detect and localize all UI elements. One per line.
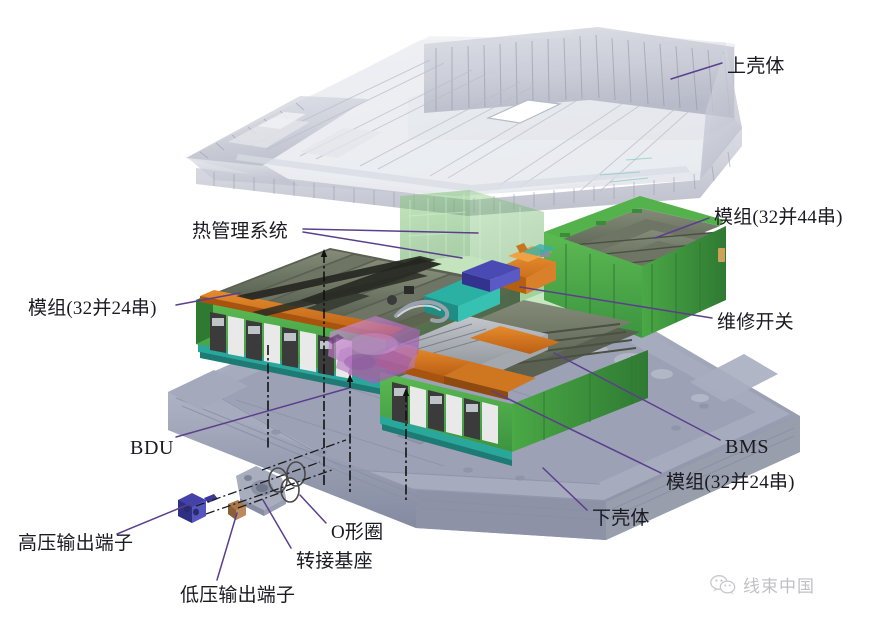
callout-label-module-32p24s-right: 模组(32并24串)	[666, 472, 795, 493]
leader-adapter-base	[262, 499, 292, 549]
leader-module-24s-right	[491, 390, 662, 474]
leader-lv-terminal	[216, 512, 238, 581]
bdu-part	[326, 316, 420, 384]
leader-module-24s-left	[175, 292, 241, 306]
module-front-32p24s	[376, 300, 648, 466]
leader-lines	[116, 62, 723, 581]
callout-label-thermal-system: 热管理系统	[192, 221, 289, 242]
centerline-arrowheads	[320, 249, 410, 396]
callout-label-module-32p24s-left: 模组(32并24串)	[28, 298, 157, 319]
interior-components	[387, 244, 556, 323]
leader-hv-terminal	[116, 502, 193, 535]
leader-thermal-a	[302, 228, 479, 234]
callout-label-service-switch: 维修开关	[717, 312, 794, 333]
leader-o-ring	[299, 494, 327, 524]
leader-module-32p44s	[654, 217, 710, 239]
leader-service-switch	[519, 286, 713, 319]
watermark: 线束中国	[710, 572, 815, 597]
leader-bms	[553, 352, 721, 441]
leader-thermal-b	[302, 231, 463, 259]
upper-housing-part	[186, 27, 742, 216]
callout-label-o-ring: O形圈	[331, 522, 384, 543]
leader-upper-housing	[670, 62, 723, 80]
module-gap-channel	[236, 256, 436, 316]
callout-label-module-32p44s: 模组(32并44串)	[714, 207, 843, 228]
wechat-icon	[710, 574, 736, 594]
watermark-text: 线束中国	[743, 577, 815, 596]
callout-label-adapter-base: 转接基座	[296, 551, 373, 572]
module-right-32p44s	[544, 196, 727, 338]
leader-lower-housing	[542, 467, 588, 511]
assembly-centerlines	[267, 253, 407, 500]
callout-label-hv-output-terminal: 高压输出端子	[18, 533, 134, 554]
callout-label-bms: BMS	[725, 436, 770, 458]
callout-label-lower-housing: 下壳体	[592, 508, 650, 529]
leader-bdu	[175, 387, 350, 438]
callout-label-bdu: BDU	[130, 437, 175, 459]
callout-label-upper-housing: 上壳体	[727, 56, 785, 77]
callout-label-lv-output-terminal: 低压输出端子	[180, 585, 296, 606]
connector-subassembly	[178, 439, 347, 523]
